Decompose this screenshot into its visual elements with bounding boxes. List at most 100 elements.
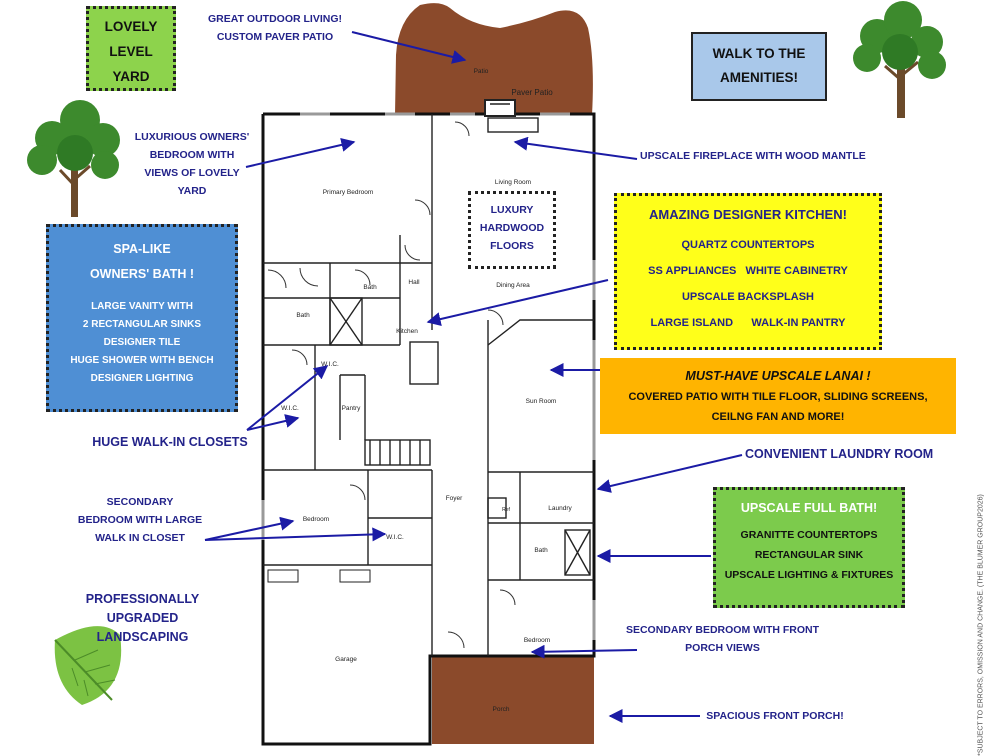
owners-bath-item: HUGE SHOWER WITH BENCH (70, 355, 214, 366)
lanai-box: MUST-HAVE UPSCALE LANAI ! COVERED PATIO … (600, 358, 956, 434)
floors-box: LUXURY HARDWOOD FLOORS (468, 191, 556, 269)
full-bath-item: RECTANGULAR SINK (754, 549, 864, 561)
arrow-owners-bedroom (245, 138, 356, 168)
lanai-title: MUST-HAVE UPSCALE LANAI ! (685, 369, 871, 383)
callout-landscaping-line: UPGRADED (106, 611, 179, 625)
arrow-patio (351, 31, 467, 64)
room-bath1-label: Bath (296, 312, 310, 319)
lanai-line: COVERED PATIO WITH TILE FLOOR, SLIDING S… (628, 391, 928, 403)
room-foyer-label: Foyer (446, 495, 463, 502)
arrow-fireplace (513, 136, 638, 160)
arrow-secondary-bedroom-1 (204, 516, 295, 541)
disclaimer: *SUBJECT TO ERRORS, OMISSION AND CHANGE.… (977, 494, 985, 756)
full-bath-title: UPSCALE FULL BATH! (740, 501, 878, 515)
room-paver-patio-label: Paver Patio (511, 88, 553, 97)
paver-patio (395, 3, 593, 116)
callout-owners-bedroom-line: BEDROOM WITH (149, 149, 235, 161)
kitchen-box: AMAZING DESIGNER KITCHEN! QUARTZ COUNTER… (614, 193, 882, 350)
callout-landscaping: PROFESSIONALLY UPGRADED LANDSCAPING (70, 590, 215, 647)
room-wic3-label: W.I.C. (386, 534, 404, 541)
amenities-line-2: AMENITIES! (719, 70, 798, 85)
room-wic2-label: W.I.C. (281, 405, 299, 412)
room-bath3-label: Bath (534, 547, 548, 554)
room-garage-label: Garage (335, 656, 357, 663)
owners-bath-title-2: OWNERS' BATH ! (89, 267, 195, 281)
yard-line-1: LOVELY (104, 19, 158, 34)
callout-porch-text: SPACIOUS FRONT PORCH! (706, 710, 844, 722)
kitchen-item: UPSCALE BACKSPLASH (681, 291, 814, 303)
callout-closets: HUGE WALK-IN CLOSETS (80, 433, 260, 452)
arrow-front-bedroom (530, 644, 638, 659)
room-bedroom2-label: Bedroom (524, 637, 550, 644)
yard-line-2: LEVEL (109, 44, 153, 59)
front-porch (432, 656, 594, 744)
floors-line-1: LUXURY (490, 204, 534, 216)
floors-line-3: FLOORS (490, 240, 534, 252)
owners-bath-title-1: SPA-LIKE (113, 242, 171, 256)
kitchen-item: SS APPLIANCES WHITE CABINETRY (648, 265, 848, 277)
room-patio-label: Patio (474, 68, 489, 75)
callout-secondary-bedroom-line: WALK IN CLOSET (95, 532, 185, 544)
room-bedroom1-label: Bedroom (303, 516, 329, 523)
room-bath2-label: Bath (363, 284, 377, 291)
callout-closets-text: HUGE WALK-IN CLOSETS (92, 435, 248, 449)
arrow-laundry (596, 454, 743, 493)
arrow-secondary-bedroom-2 (204, 527, 387, 542)
callout-front-bedroom-line: SECONDARY BEDROOM WITH FRONT (625, 624, 820, 636)
owners-bath-item: 2 RECTANGULAR SINKS (82, 319, 202, 330)
owners-bath-item: LARGE VANITY WITH (91, 301, 193, 312)
kitchen-title: AMAZING DESIGNER KITCHEN! (649, 207, 847, 222)
owners-bath-item: DESIGNER TILE (103, 337, 181, 348)
tree-icon (27, 100, 120, 217)
callout-outdoor-line-1: GREAT OUTDOOR LIVING! (208, 13, 342, 25)
callout-landscaping-line: PROFESSIONALLY (85, 592, 200, 606)
kitchen-item: QUARTZ COUNTERTOPS (681, 239, 815, 251)
room-kitchen-label: Kitchen (396, 328, 418, 335)
room-laundry-label: Laundry (548, 505, 572, 512)
callout-secondary-bedroom-line: SECONDARY (106, 496, 174, 508)
callout-porch: SPACIOUS FRONT PORCH! (700, 707, 850, 725)
callout-outdoor: GREAT OUTDOOR LIVING! CUSTOM PAVER PATIO (195, 10, 355, 46)
room-porch-label: Porch (493, 706, 510, 713)
callout-outdoor-line-2: CUSTOM PAVER PATIO (216, 31, 334, 43)
callout-laundry: CONVENIENT LAUNDRY ROOM (745, 445, 955, 464)
callout-owners-bedroom-line: YARD (177, 185, 207, 197)
arrow-closet-1 (246, 365, 329, 431)
room-living-label: Living Room (495, 179, 531, 186)
yard-box: LOVELY LEVEL YARD (86, 6, 176, 91)
arrow-closet-2 (246, 414, 300, 431)
yard-line-3: YARD (112, 69, 150, 84)
full-bath-item: UPSCALE LIGHTING & FIXTURES (724, 569, 894, 581)
amenities-line-1: WALK TO THE (712, 46, 806, 61)
room-dining-label: Dining Area (496, 282, 530, 289)
callout-front-bedroom: SECONDARY BEDROOM WITH FRONT PORCH VIEWS (620, 621, 825, 657)
room-hall-label: Hall (408, 279, 420, 286)
floors-line-2: HARDWOOD (479, 222, 545, 234)
full-bath-box: UPSCALE FULL BATH! GRANITTE COUNTERTOPS … (713, 487, 905, 608)
owners-bath-box: SPA-LIKE OWNERS' BATH ! LARGE VANITY WIT… (46, 224, 238, 412)
arrow-kitchen (426, 279, 609, 326)
lanai-line: CEILNG FAN AND MORE! (711, 411, 845, 423)
room-wic1-label: W.I.C. (321, 361, 339, 368)
callout-secondary-bedroom-line: BEDROOM WITH LARGE (77, 514, 203, 526)
tree-icon (853, 1, 946, 118)
callout-landscaping-line: LANDSCAPING (96, 630, 189, 644)
callout-fireplace: UPSCALE FIREPLACE WITH WOOD MANTLE (640, 147, 880, 165)
callout-front-bedroom-line: PORCH VIEWS (685, 642, 760, 654)
room-sunroom-label: Sun Room (526, 398, 557, 405)
callout-laundry-text: CONVENIENT LAUNDRY ROOM (745, 447, 934, 461)
kitchen-item: LARGE ISLAND WALK-IN PANTRY (650, 317, 846, 329)
callout-secondary-bedroom: SECONDARY BEDROOM WITH LARGE WALK IN CLO… (65, 493, 215, 547)
room-ref-label: Ref (502, 507, 510, 513)
callout-owners-bedroom: LUXURIOUS OWNERS' BEDROOM WITH VIEWS OF … (122, 128, 262, 200)
leaf-icon (54, 626, 122, 705)
callout-owners-bedroom-line: VIEWS OF LOVELY (144, 167, 240, 179)
room-primary-bedroom-label: Primary Bedroom (323, 189, 374, 196)
full-bath-item: GRANITTE COUNTERTOPS (740, 529, 878, 541)
amenities-box: WALK TO THE AMENITIES! (691, 32, 827, 101)
callout-fireplace-text: UPSCALE FIREPLACE WITH WOOD MANTLE (640, 150, 866, 162)
room-pantry-label: Pantry (342, 405, 362, 412)
owners-bath-item: DESIGNER LIGHTING (90, 373, 194, 384)
callout-owners-bedroom-line: LUXURIOUS OWNERS' (134, 131, 250, 143)
